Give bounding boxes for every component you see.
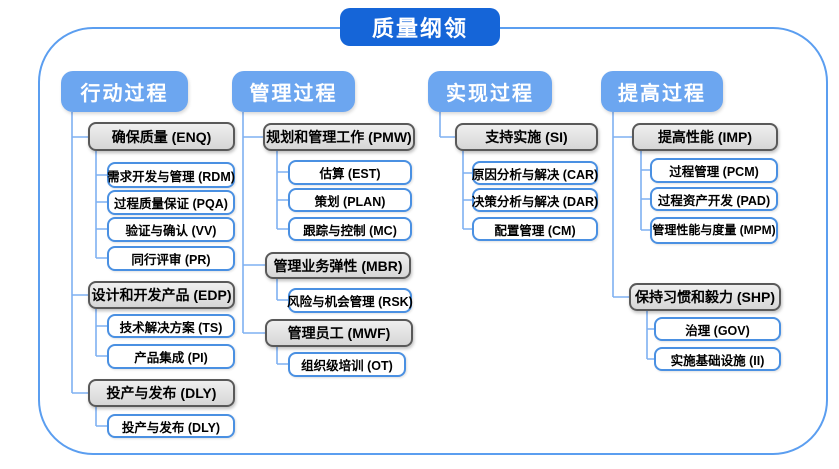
leaf-dly: 投产与发布 (DLY) (107, 414, 235, 438)
leaf-ii: 实施基础设施 (II) (654, 347, 781, 371)
leaf-est: 估算 (EST) (288, 160, 412, 185)
leaf-plan: 策划 (PLAN) (288, 188, 412, 212)
group-dly: 投产与发布 (DLY) (88, 379, 235, 407)
leaf-dar: 决策分析与解决 (DAR) (472, 188, 598, 212)
leaf-gov: 治理 (GOV) (654, 317, 781, 341)
leaf-rsk: 风险与机会管理 (RSK) (287, 288, 413, 313)
leaf-car: 原因分析与解决 (CAR) (472, 161, 598, 185)
leaf-pi: 产品集成 (PI) (107, 344, 235, 369)
leaf-rdm: 需求开发与管理 (RDM) (107, 162, 235, 188)
leaf-vv: 验证与确认 (VV) (107, 217, 235, 242)
group-imp: 提高性能 (IMP) (632, 123, 778, 151)
leaf-mpm: 管理性能与度量 (MPM) (650, 217, 778, 244)
leaf-pad: 过程资产开发 (PAD) (650, 187, 778, 211)
group-pmw: 规划和管理工作 (PMW) (263, 123, 415, 151)
leaf-cm: 配置管理 (CM) (472, 217, 598, 241)
group-mbr: 管理业务弹性 (MBR) (265, 252, 411, 279)
diagram-title: 质量纲领 (340, 8, 500, 46)
group-edp: 设计和开发产品 (EDP) (88, 281, 235, 309)
group-si: 支持实施 (SI) (455, 123, 598, 151)
leaf-ts: 技术解决方案 (TS) (107, 314, 235, 338)
leaf-pcm: 过程管理 (PCM) (650, 158, 778, 183)
group-shp: 保持习惯和毅力 (SHP) (629, 283, 781, 311)
leaf-ot: 组织级培训 (OT) (288, 352, 406, 377)
leaf-pr: 同行评审 (PR) (107, 246, 235, 271)
column-header-improvement-process: 提高过程 (601, 71, 723, 112)
group-mwf: 管理员工 (MWF) (265, 319, 413, 347)
leaf-pqa: 过程质量保证 (PQA) (107, 190, 235, 215)
column-header-implementation-process: 实现过程 (428, 71, 552, 112)
column-header-action-process: 行动过程 (61, 71, 188, 112)
leaf-mc: 跟踪与控制 (MC) (288, 217, 412, 241)
column-header-management-process: 管理过程 (232, 71, 355, 112)
group-enq: 确保质量 (ENQ) (88, 122, 235, 151)
